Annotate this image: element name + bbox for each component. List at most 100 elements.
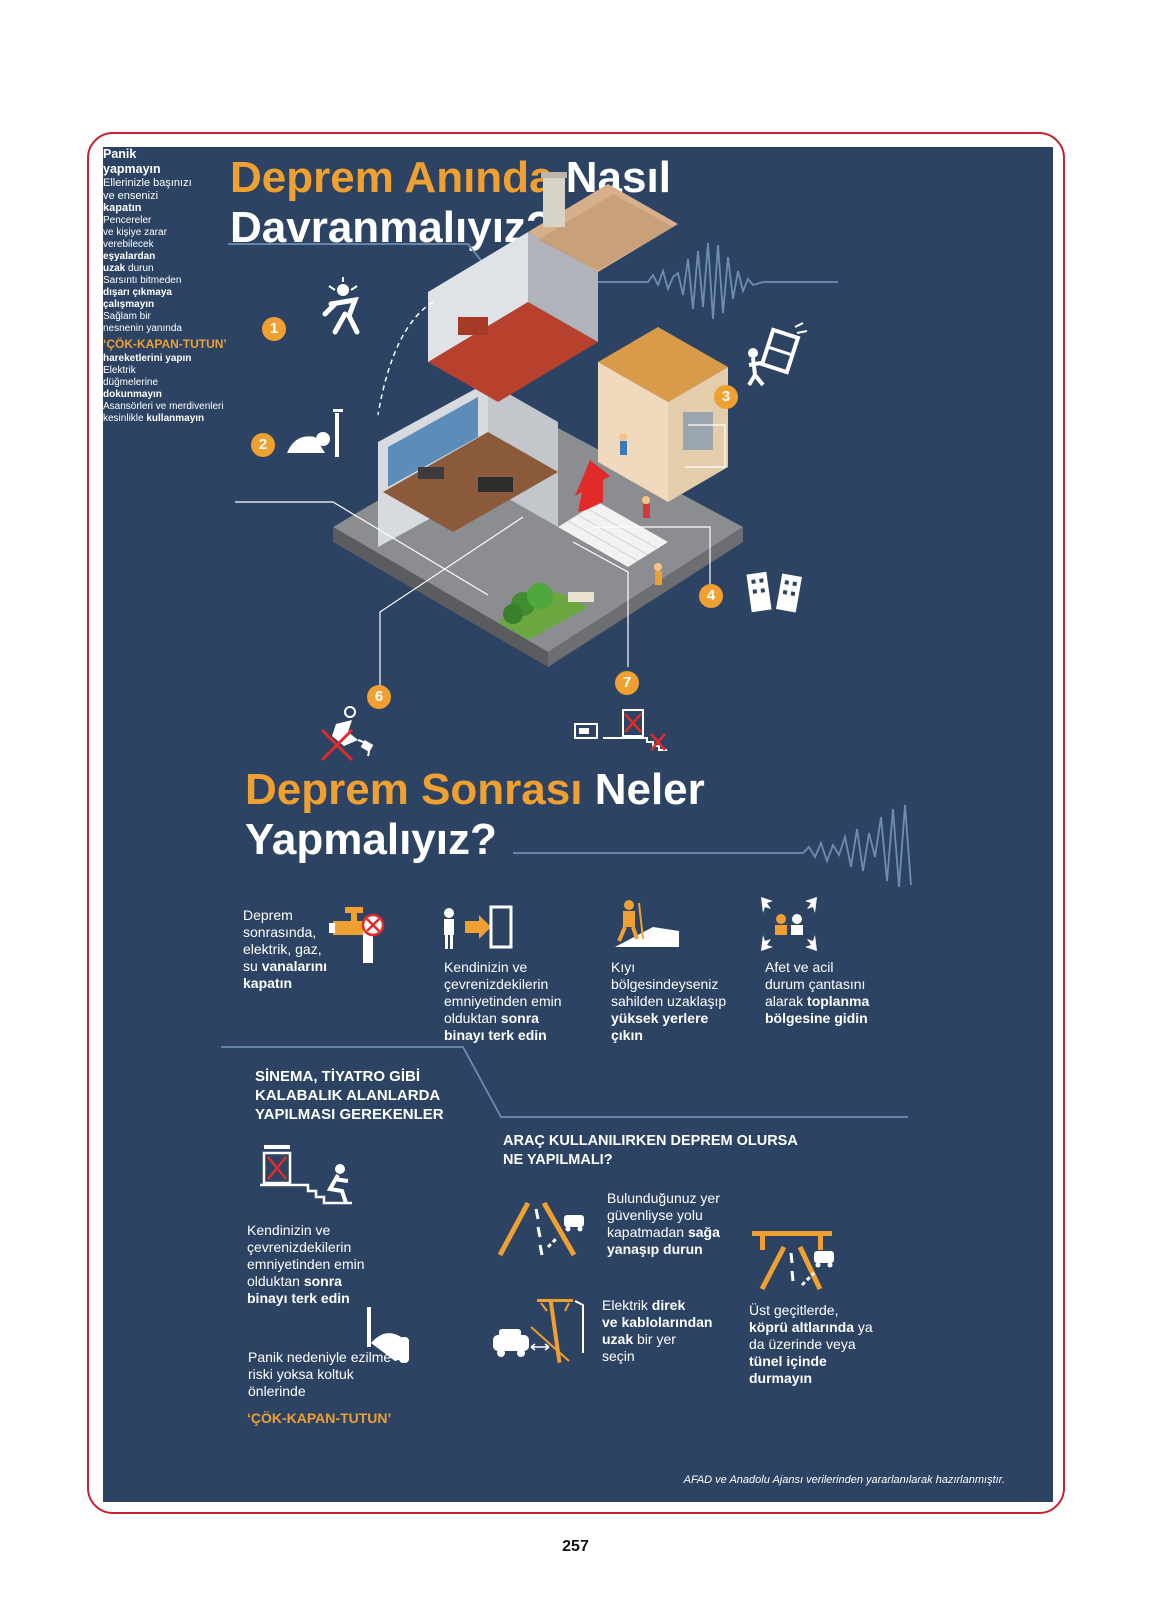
item-1-line2: yapmayın: [103, 162, 161, 176]
title-during-orange: Deprem Anında: [230, 153, 554, 202]
item-5-bold: hareketlerini yapın: [103, 352, 192, 364]
after-3-line1: Kıyı: [611, 959, 636, 975]
cover-head-icon: [287, 409, 343, 457]
cinema-heading-line1: SİNEMA, TİYATRO GİBİ: [255, 1068, 421, 1085]
cinema-1-bold1: sonra: [303, 1273, 342, 1289]
item-6-line1: Elektrik: [103, 364, 136, 376]
badge-1: 1: [262, 317, 286, 341]
item-2-bold: kapatın: [103, 202, 142, 214]
cinema-heading: SİNEMA, TİYATRO GİBİ KALABALIK ALANLARDA…: [255, 1067, 444, 1124]
badge-4: 4: [699, 584, 723, 608]
seat-cover-icon: [367, 1307, 409, 1363]
collapsing-buildings-icon: [746, 571, 802, 613]
vehicle-3-text: Üst geçitlerde, köprü altlarında ya da ü…: [749, 1302, 873, 1387]
valve-tap-icon: [329, 907, 385, 963]
cinema-2-line1: Panik nedeniyle ezilme: [248, 1349, 392, 1365]
vehicle-3-bold3: durmayın: [749, 1370, 813, 1386]
after-2-text: Kendinizin ve çevrenizdekilerin emniyeti…: [444, 959, 562, 1044]
after-1-text: Deprem sonrasında, elektrik, gaz, su van…: [243, 907, 327, 992]
item-6-line2: düğmelerine: [103, 376, 159, 388]
item-3-line2: ve kişiye zarar: [103, 226, 167, 238]
page-number: 257: [562, 1538, 589, 1555]
item-4-bold2: çalışmayın: [103, 298, 155, 310]
infographic-panel: Deprem Anında Nasıl Davranmalıyız?: [103, 147, 1053, 1502]
panic-person-icon: [322, 277, 360, 335]
cinema-1-text: Kendinizin ve çevrenizdekilerin emniyeti…: [247, 1222, 365, 1307]
item-2-text: Ellerinizle başınızı ve ensenizi kapatın: [103, 177, 1053, 215]
stairs-exit-icon: [260, 1145, 352, 1205]
cinema-1-bold2: binayı terk edin: [247, 1290, 350, 1306]
after-1-line1: Deprem: [243, 907, 293, 923]
seismic-wave-mid: [513, 804, 912, 888]
after-1-bold1: vanalarını: [261, 958, 328, 974]
item-3-text: Pencereler ve kişiye zarar verebilecek e…: [103, 215, 1053, 275]
after-4-bold2: bölgesine gidin: [765, 1010, 868, 1026]
item-4-text: Sarsıntı bitmeden dışarı çıkmaya çalışma…: [103, 275, 1053, 311]
after-2-line2: çevrenizdekilerin: [444, 976, 549, 992]
badge-6: 6: [367, 685, 391, 709]
item-3-line1: Pencereler: [103, 214, 152, 226]
after-1-line3: elektrik, gaz,: [243, 941, 322, 957]
cinema-1-line3: emniyetinden emin: [247, 1256, 365, 1272]
vehicle-1-line3: kapatmadan: [607, 1224, 685, 1240]
item-6-text: Elektrik düğmelerine dokunmayın: [103, 365, 1053, 401]
item-5-orange: ‘ÇÖK-KAPAN-TUTUN’: [103, 336, 227, 351]
after-2-bold2: binayı terk edin: [444, 1027, 547, 1043]
item-4-line1: Sarsıntı bitmeden: [103, 274, 182, 286]
after-4-line2: durum çantasını: [765, 976, 866, 992]
after-4-bold1: toplanma: [807, 993, 870, 1009]
section-divider: [221, 1046, 908, 1118]
item-5-text: Sağlam bir nesnenin yanında ‘ÇÖK-KAPAN-T…: [103, 311, 1053, 365]
item-3-bold2: uzak: [103, 262, 126, 274]
item-3-tail: durun: [128, 262, 154, 274]
elevator-stairs-icon: [574, 709, 667, 751]
vehicle-2-text: Elektrik direk ve kablolarından uzak bir…: [602, 1297, 712, 1365]
vehicle-1-bold1: sağa: [687, 1224, 720, 1240]
vehicle-heading-line2: NE YAPILMALI?: [503, 1152, 613, 1168]
house-illustration: [333, 172, 743, 667]
item-5-line1: Sağlam bir: [103, 310, 151, 322]
item-4-bold1: dışarı çıkmaya: [103, 286, 172, 298]
vehicle-2-bold2: ve kablolarından: [602, 1314, 713, 1330]
overpass-icon: [752, 1231, 834, 1291]
after-2-line4: olduktan: [444, 1010, 497, 1026]
after-1-bold2: kapatın: [243, 975, 293, 991]
item-7-line2: kesinlikle: [103, 412, 144, 424]
after-3-text: Kıyı bölgesindeyseniz sahilden uzaklaşıp…: [611, 959, 726, 1044]
title-after-white1: Neler: [594, 765, 705, 814]
cinema-2-orange: ‘ÇÖK-KAPAN-TUTUN’: [247, 1410, 392, 1426]
vehicle-3-bold1: köprü altlarında: [749, 1319, 855, 1335]
vehicle-3-line3: da üzerinde veya: [749, 1336, 856, 1352]
item-5-line2: nesnenin yanında: [103, 322, 182, 334]
title-after-white2: Yapmalıyız?: [245, 815, 497, 864]
after-3-line3: sahilden uzaklaşıp: [611, 993, 727, 1009]
item-2-line2: ve ensenizi: [103, 189, 159, 202]
vehicle-1-text: Bulunduğunuz yer güvenliyse yolu kapatma…: [607, 1190, 720, 1258]
title-during: Deprem Anında Nasıl Davranmalıyız?: [230, 153, 671, 253]
cinema-heading-line3: YAPILMASI GEREKENLER: [255, 1106, 444, 1123]
vehicle-1-bold2: yanaşıp durun: [607, 1241, 703, 1257]
page-frame: [87, 132, 1065, 1514]
vehicle-3-line1: Üst geçitlerde,: [749, 1302, 839, 1318]
cinema-1-line4: olduktan: [247, 1273, 300, 1289]
vehicle-2-line1: Elektrik: [602, 1297, 648, 1313]
after-2-line3: emniyetinden emin: [444, 993, 562, 1009]
after-3-line2: bölgesindeyseniz: [611, 976, 719, 992]
cinema-2-text: Panik nedeniyle ezilme riski yoksa koltu…: [248, 1349, 391, 1400]
item-1-text: Panik yapmayın: [103, 147, 1053, 177]
item-3-line3: verebilecek: [103, 238, 154, 250]
item-3-bold: eşyalardan: [103, 250, 156, 262]
title-after-orange: Deprem Sonrası: [245, 765, 583, 814]
vehicle-heading-line1: ARAÇ KULLANILIRKEN DEPREM OLURSA: [503, 1133, 798, 1149]
vehicle-2-line2: bir yer: [637, 1331, 676, 1347]
after-2-line1: Kendinizin ve: [444, 959, 528, 975]
assembly-point-icon: [761, 897, 817, 951]
after-3-bold2: çıkın: [611, 1027, 643, 1043]
cinema-heading-line2: KALABALIK ALANLARDA: [255, 1087, 441, 1104]
vehicle-heading: ARAÇ KULLANILIRKEN DEPREM OLURSA NE YAPI…: [503, 1132, 798, 1170]
vehicle-1-line1: Bulunduğunuz yer: [607, 1190, 720, 1206]
vehicle-3-line2: ya: [857, 1319, 873, 1335]
roadside-stop-icon: [497, 1201, 584, 1257]
vehicle-2-bold3: uzak: [602, 1331, 634, 1347]
cinema-2-line2: riski yoksa koltuk: [248, 1366, 354, 1382]
